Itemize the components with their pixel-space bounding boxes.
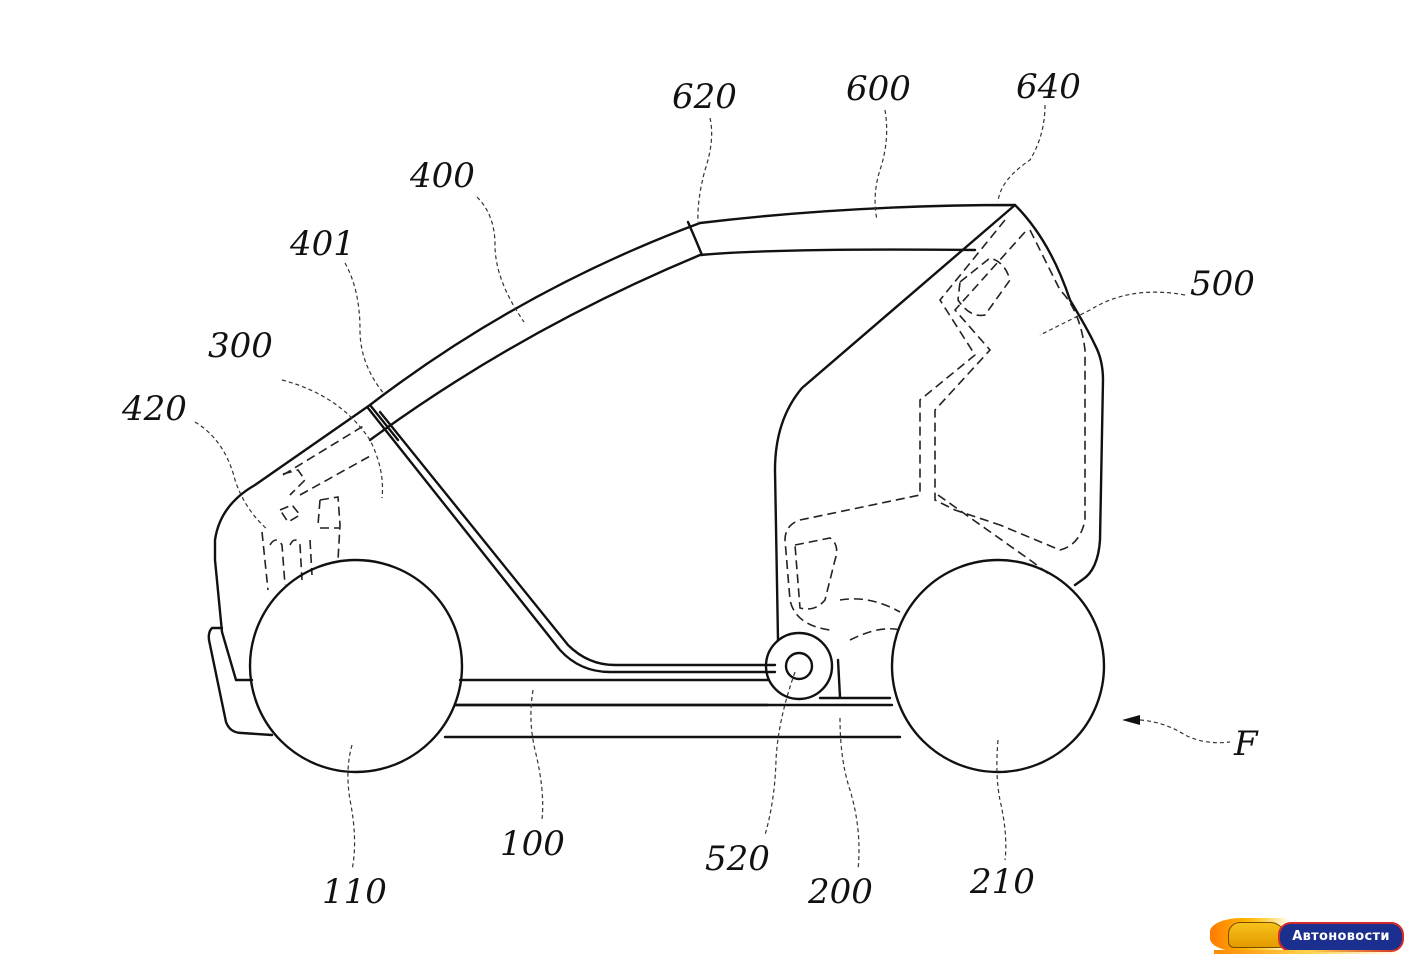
front-frame-arch-inner-2 — [849, 627, 901, 641]
front-panel-outline — [773, 203, 1017, 642]
label-300: 300 — [208, 326, 273, 366]
label-520: 520 — [705, 839, 770, 879]
rear-frame-upper — [282, 424, 366, 476]
leader-100 — [530, 689, 544, 821]
sports-car-icon — [1228, 922, 1286, 948]
front-frame-500 — [784, 219, 1086, 699]
flame-streak — [1214, 950, 1404, 954]
door-front-edge — [366, 406, 777, 674]
front-frame-right — [999, 229, 1086, 551]
leader-620 — [697, 117, 713, 223]
leader-600 — [874, 109, 888, 221]
label-420: 420 — [121, 389, 187, 429]
leader-520 — [764, 671, 796, 836]
front-frame-inner — [934, 231, 1026, 526]
label-640: 640 — [1016, 67, 1081, 107]
leader-300 — [281, 379, 384, 499]
label-401: 401 — [289, 224, 355, 264]
label-600: 600 — [846, 69, 911, 109]
leader-640 — [997, 104, 1046, 203]
leader-210 — [996, 739, 1007, 861]
left-arrow-icon — [1122, 715, 1140, 725]
rear-frame-box — [282, 469, 307, 496]
leader-420 — [194, 421, 269, 531]
rear-frame-fins — [261, 531, 313, 591]
rear-bumper — [207, 626, 274, 737]
leader-401 — [344, 262, 386, 396]
leader-400 — [476, 196, 525, 323]
label-210: 210 — [969, 862, 1035, 902]
front-step-line — [836, 658, 842, 699]
hinge-outer — [764, 631, 834, 701]
front-frame-lower-window — [794, 537, 838, 610]
front-wheel-210 — [890, 558, 1106, 774]
wheels — [248, 558, 1106, 774]
front-frame-arch-inner — [839, 598, 901, 613]
label-200: 200 — [807, 872, 873, 912]
floor-sills — [443, 678, 902, 739]
door-front-edge-inner — [378, 410, 777, 667]
watermark-text: Автоновости — [1278, 922, 1404, 952]
rear-frame-300 — [261, 424, 373, 591]
leader-110 — [347, 744, 356, 871]
label-100: 100 — [500, 824, 565, 864]
label-direction-f: F — [1233, 724, 1259, 764]
label-110: 110 — [322, 872, 387, 912]
body-outer-contour — [213, 203, 1105, 682]
label-500: 500 — [1190, 264, 1255, 304]
reference-labels: 420 300 401 400 620 600 640 500 110 100 … — [121, 67, 1259, 912]
leader-lines — [194, 104, 1231, 871]
front-frame-diagonal — [937, 494, 1051, 576]
leader-f — [1139, 719, 1231, 744]
roof-joint-620 — [686, 220, 704, 257]
leader-200 — [839, 717, 860, 871]
body-outline — [207, 203, 1105, 737]
c-pillar-split-401 — [368, 403, 400, 442]
roof-rail — [368, 220, 977, 442]
front-frame-window — [957, 257, 1011, 317]
rear-frame-square — [278, 504, 302, 524]
roof-inner-line — [368, 248, 977, 442]
watermark-logo: Автоновости — [1210, 912, 1405, 956]
rear-frame-lower — [299, 454, 373, 496]
label-400: 400 — [409, 156, 475, 196]
leader-500 — [1039, 291, 1186, 336]
direction-arrow — [1122, 715, 1140, 725]
rear-frame-bracket — [317, 496, 341, 561]
hinge-inner — [784, 651, 814, 681]
door-frame — [366, 203, 1017, 674]
label-620: 620 — [672, 77, 737, 117]
front-frame-outer — [784, 219, 1006, 631]
rear-wheel-110 — [248, 558, 464, 774]
hinge-520 — [764, 631, 834, 701]
